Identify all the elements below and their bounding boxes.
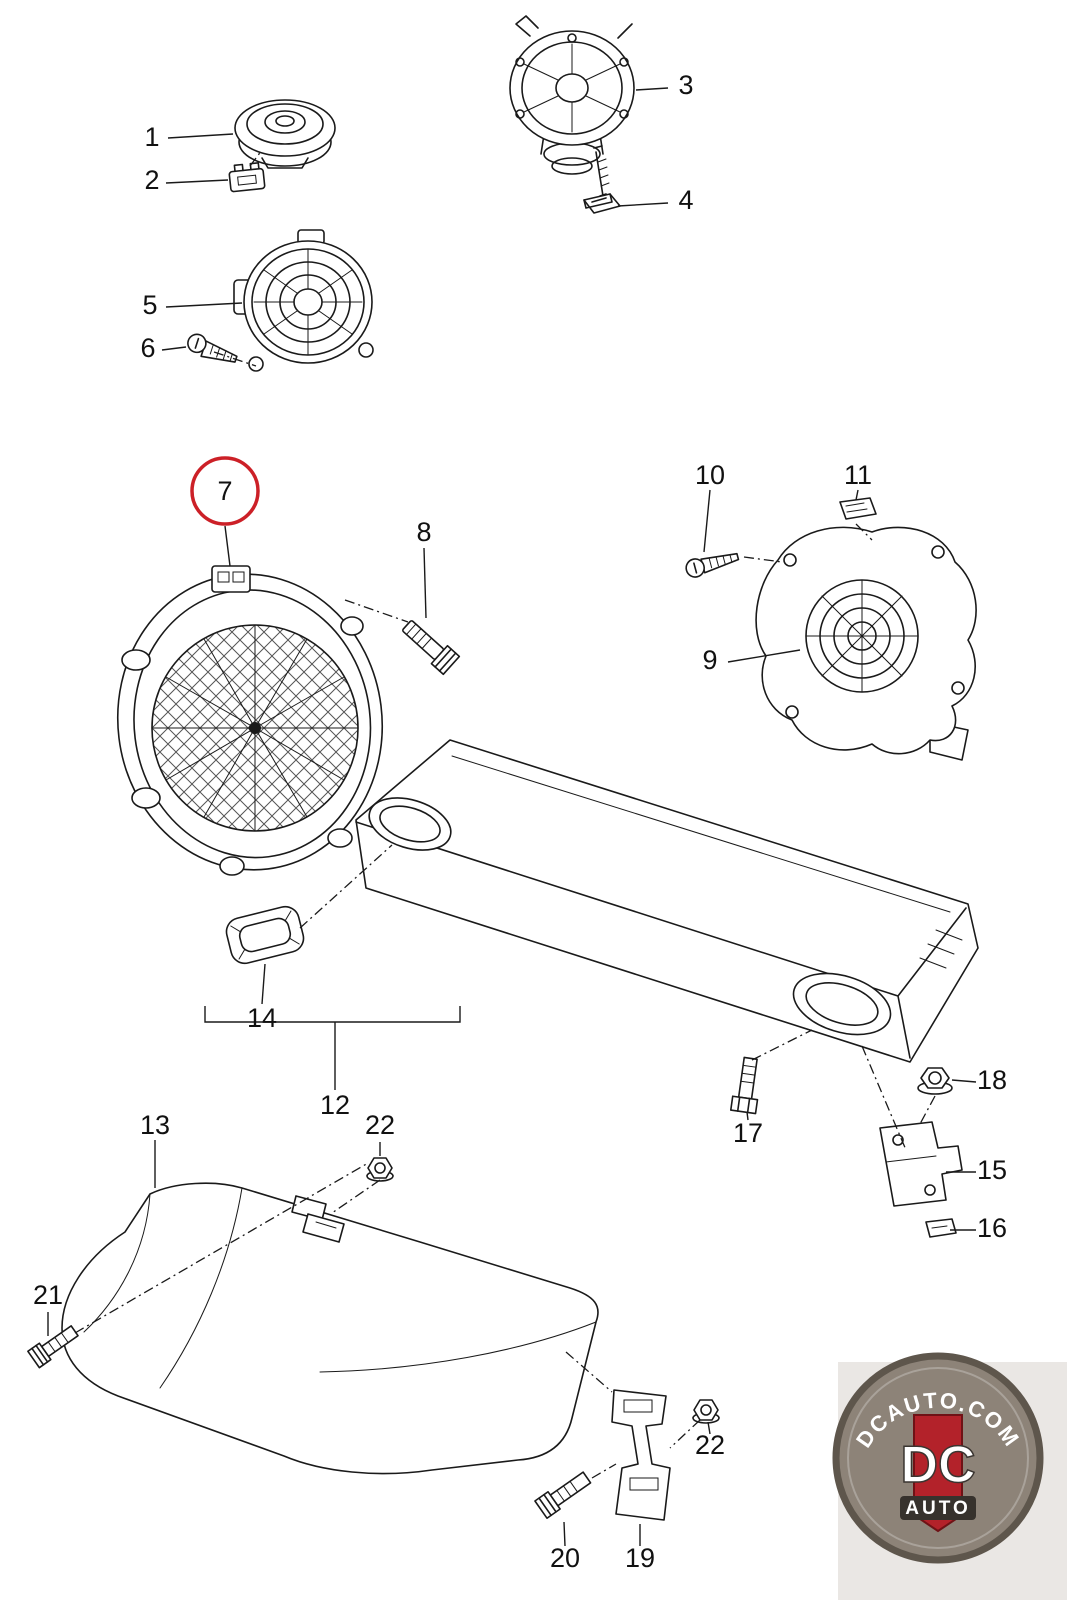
callout-labels: 1 2 3 4 5 6 7 8 9 10 11 12 13 14 15 16 1… — [33, 70, 1007, 1573]
logo-sub-text: AUTO — [905, 1498, 970, 1519]
part-20-hex-bolt — [534, 1471, 592, 1519]
part-19-bracket — [611, 1389, 671, 1521]
part-22-nut-a — [366, 1157, 394, 1182]
callout-19: 19 — [625, 1543, 655, 1573]
callout-16: 16 — [977, 1213, 1007, 1243]
callout-10: 10 — [695, 460, 725, 490]
callout-15: 15 — [977, 1155, 1007, 1185]
part-13-cover-panel — [61, 1182, 599, 1475]
callout-2: 2 — [144, 165, 159, 195]
logo-main-text: DC — [900, 1436, 975, 1494]
callout-9: 9 — [702, 645, 717, 675]
callout-leader-lines — [47, 87, 977, 1547]
part-14-speaker-frame — [225, 905, 305, 965]
part-9-speaker-cover — [755, 526, 977, 761]
callout-22b: 22 — [695, 1430, 725, 1460]
part-21-hex-bolt — [27, 1325, 79, 1369]
callout-18: 18 — [977, 1065, 1007, 1095]
part-22-nut-b — [692, 1399, 720, 1424]
part-16-clip — [925, 1218, 957, 1238]
callout-1: 1 — [144, 122, 159, 152]
part-1-tweeter-speaker — [234, 99, 336, 169]
part-17-hex-bolt — [729, 1056, 759, 1115]
callout-5: 5 — [142, 290, 157, 320]
callout-3: 3 — [678, 70, 693, 100]
callout-7-highlight — [190, 456, 260, 526]
callout-11: 11 — [844, 460, 872, 490]
assembly-guide-lines — [74, 149, 936, 1479]
callout-8: 8 — [416, 517, 431, 547]
callout-22a: 22 — [365, 1110, 395, 1140]
callout-21: 21 — [33, 1280, 63, 1310]
part-12-rear-shelf — [355, 739, 979, 1063]
part-7-subwoofer-speaker — [116, 565, 384, 876]
part-11-clip — [839, 497, 877, 520]
part-15-mounting-bracket — [879, 1121, 963, 1207]
part-18-flange-nut — [917, 1067, 953, 1095]
callout-12: 12 — [320, 1090, 350, 1120]
callout-7: 7 — [217, 476, 232, 506]
part-2-retaining-clip — [228, 162, 266, 193]
part-3-door-speaker — [509, 15, 635, 205]
part-10-screw — [685, 552, 740, 578]
logo-sub-band — [900, 1496, 976, 1520]
part-5-rear-door-speaker — [233, 229, 374, 372]
part-8-hex-bolt — [402, 620, 461, 676]
dcauto-logo: DCAUTO.COM DC AUTO — [832, 1352, 1067, 1600]
part-4-speaker-clip — [583, 193, 621, 214]
callout-14: 14 — [247, 1003, 277, 1033]
callout-4: 4 — [678, 185, 693, 215]
callout-20: 20 — [550, 1543, 580, 1573]
callout-17: 17 — [733, 1118, 763, 1148]
part-6-screw — [187, 333, 238, 363]
callout-6: 6 — [140, 333, 155, 363]
callout-13: 13 — [140, 1110, 170, 1140]
